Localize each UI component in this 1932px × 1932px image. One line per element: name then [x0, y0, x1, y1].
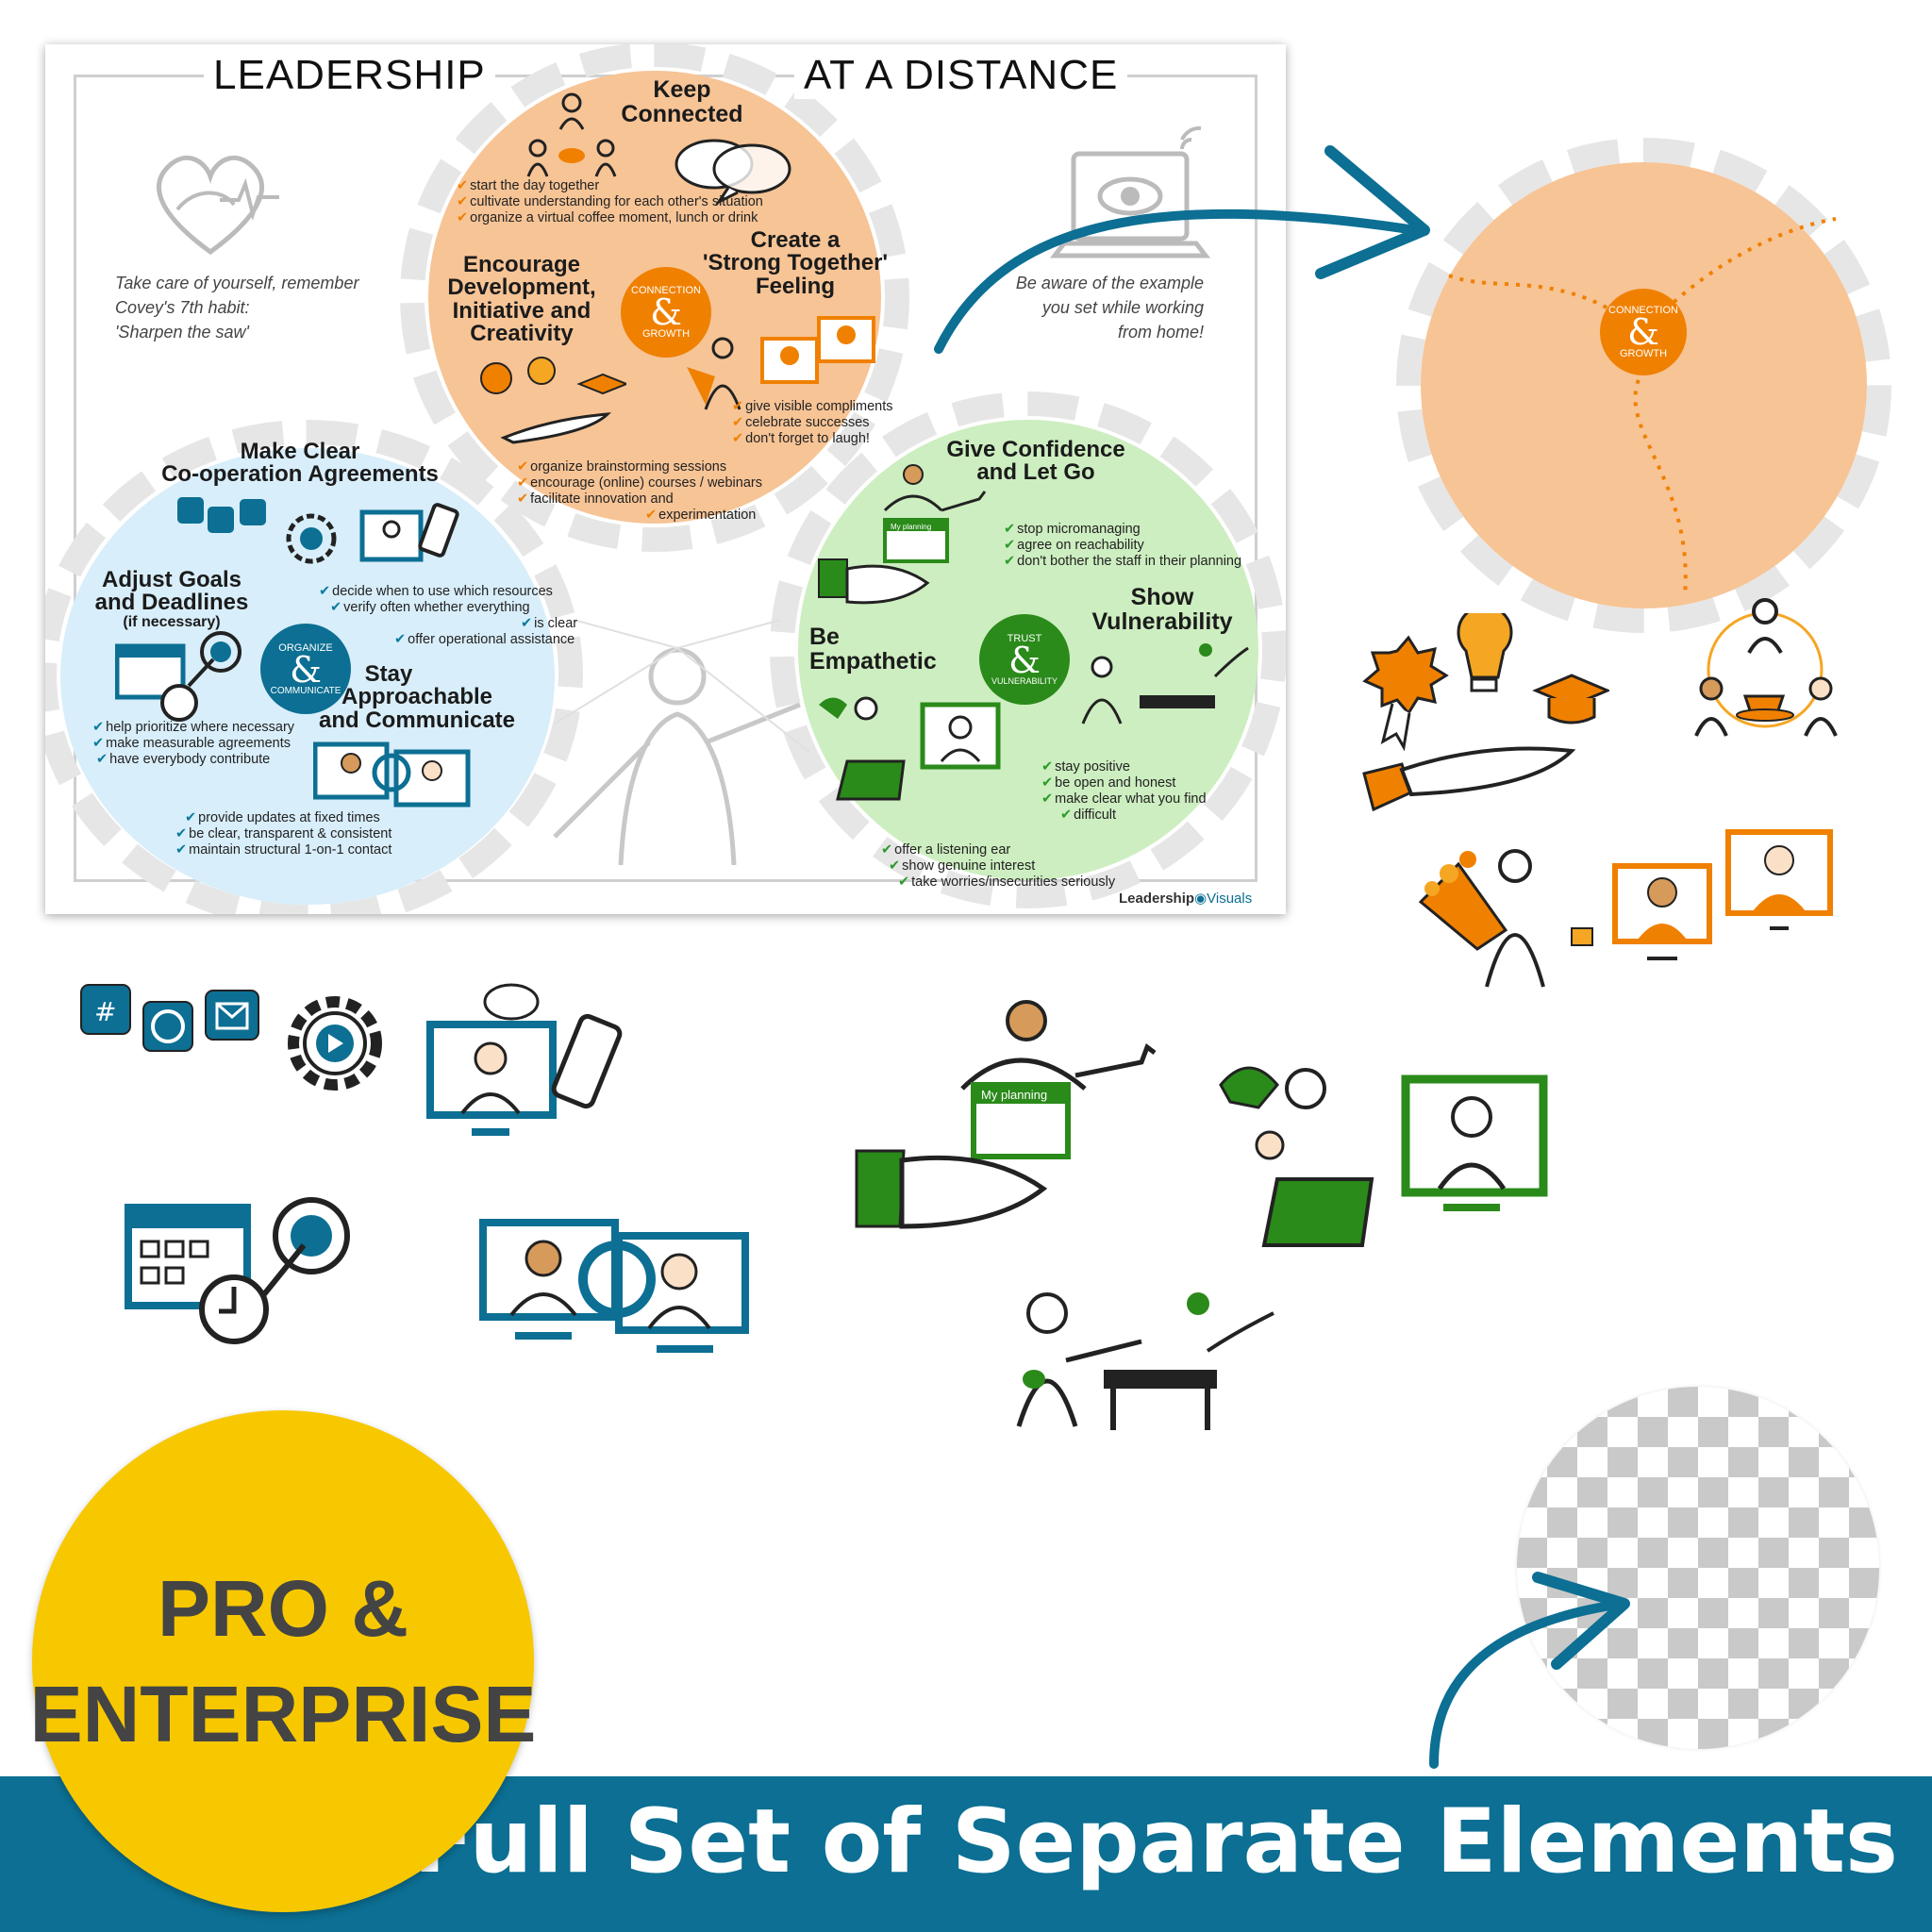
approachable-list: provide updates at fixed times be clear,…: [175, 810, 391, 858]
note-left: Take care of yourself, remember Covey's …: [115, 274, 359, 341]
eye-logo-icon: ◉: [1194, 891, 1208, 907]
award-bulb-cap-icon: [480, 357, 626, 444]
arrow-to-circle: [934, 145, 1430, 354]
badge-line-1: PRO &: [157, 1564, 409, 1653]
blue-elements-video-sync-icon: [479, 1219, 749, 1353]
green-elements-offering-hand-icon: [855, 1149, 1048, 1229]
pro-enterprise-badge: PRO & ENTERPRISE: [29, 1410, 537, 1912]
svg-text:#: #: [94, 996, 116, 1027]
agreements-title: Make Clear Co-operation Agreements: [161, 439, 439, 488]
planning-label-large: My planning: [981, 1088, 1047, 1102]
big-circle-badge: CONNECTION & GROWTH: [1600, 289, 1687, 375]
orange-center-badge: CONNECTION & GROWTH: [621, 267, 711, 358]
arrow-to-transparency: [1429, 1572, 1630, 1769]
strong-together-title: Create a 'Strong Together' Feeling: [702, 227, 889, 299]
orange-elements-coffee-meeting: [1694, 598, 1838, 737]
keep-connected-list: start the day together cultivate underst…: [457, 178, 763, 226]
confidence-list: stop micromanaging agree on reachability…: [1004, 522, 1241, 570]
strong-together-list: give visible compliments celebrate succe…: [732, 399, 892, 447]
banner-text: Full Set of Separate Elements: [413, 1790, 1898, 1893]
blue-elements-screen-tablet-icon: [426, 983, 623, 1136]
adjust-goals-title: Adjust Goals and Deadlines (if necessary…: [94, 567, 249, 630]
green-elements-barrier-icon: [1016, 1292, 1274, 1430]
video-sync-screens-icon: [313, 741, 471, 808]
empathetic-list: offer a listening ear show genuine inter…: [881, 842, 1115, 891]
big-circle-paths: [1448, 217, 1837, 597]
blue-elements-chat-apps-icon: #: [80, 984, 259, 1052]
badge-line-2: ENTERPRISE: [29, 1670, 537, 1758]
celebration-screens-icon: [687, 316, 875, 410]
leader-figure-icon: [553, 619, 810, 866]
chat-apps-gear-screen-icon: [177, 497, 459, 564]
planning-calendar-icon: My planning: [883, 464, 987, 563]
orange-elements-bouquet-screens: [1418, 829, 1833, 988]
keep-connected-title: Keep Connected: [621, 76, 743, 127]
blue-elements-calendar-target-icon: [125, 1197, 350, 1344]
empathy-laptop-screen-icon: [819, 696, 1001, 801]
poster-title-left: LEADERSHIP: [204, 52, 495, 99]
barrier-road-icon: [1081, 643, 1249, 724]
vulnerability-title: Show Vulnerability: [1091, 584, 1233, 635]
orange-elements-award-bulb-cap-hand: [1362, 613, 1609, 812]
heart-icon: [157, 155, 279, 256]
agreements-list: decide when to use which resources verif…: [291, 584, 577, 648]
confidence-title: Give Confidence and Let Go: [946, 437, 1125, 486]
poster-preview: LEADERSHIP AT A DISTANCE Take care of yo…: [45, 44, 1286, 914]
approachable-title: Stay Approachable and Communicate: [318, 661, 516, 733]
laptop-eye-icon: [1049, 125, 1211, 258]
encourage-list: organize brainstorming sessions encourag…: [517, 459, 762, 524]
poster-title-right: AT A DISTANCE: [794, 52, 1128, 99]
blue-elements-gear-play-icon: [288, 996, 382, 1091]
green-elements-planning-icon: My planning: [960, 1000, 1157, 1159]
offering-hand-icon: [818, 558, 930, 605]
adjust-goals-list: help prioritize where necessary make mea…: [92, 720, 294, 768]
calendar-target-icon: [115, 631, 242, 722]
green-elements-empathy-icon: [1219, 1066, 1548, 1247]
brand-logo: Leadership◉Visuals: [1119, 891, 1253, 907]
note-right: Be aware of the example you set while wo…: [1015, 274, 1204, 341]
planning-label: My planning: [891, 523, 931, 531]
transparency-checker: [1517, 1387, 1879, 1749]
coffee-meeting-icon: [526, 92, 617, 177]
big-orange-circle: [1421, 162, 1867, 608]
vulnerability-list: stay positive be open and honest make cl…: [1041, 759, 1206, 824]
encourage-title: Encourage Development, Initiative and Cr…: [447, 252, 596, 347]
green-center-badge: TRUST & VULNERABILITY: [979, 614, 1070, 705]
empathetic-title: Be Empathetic: [809, 624, 937, 675]
